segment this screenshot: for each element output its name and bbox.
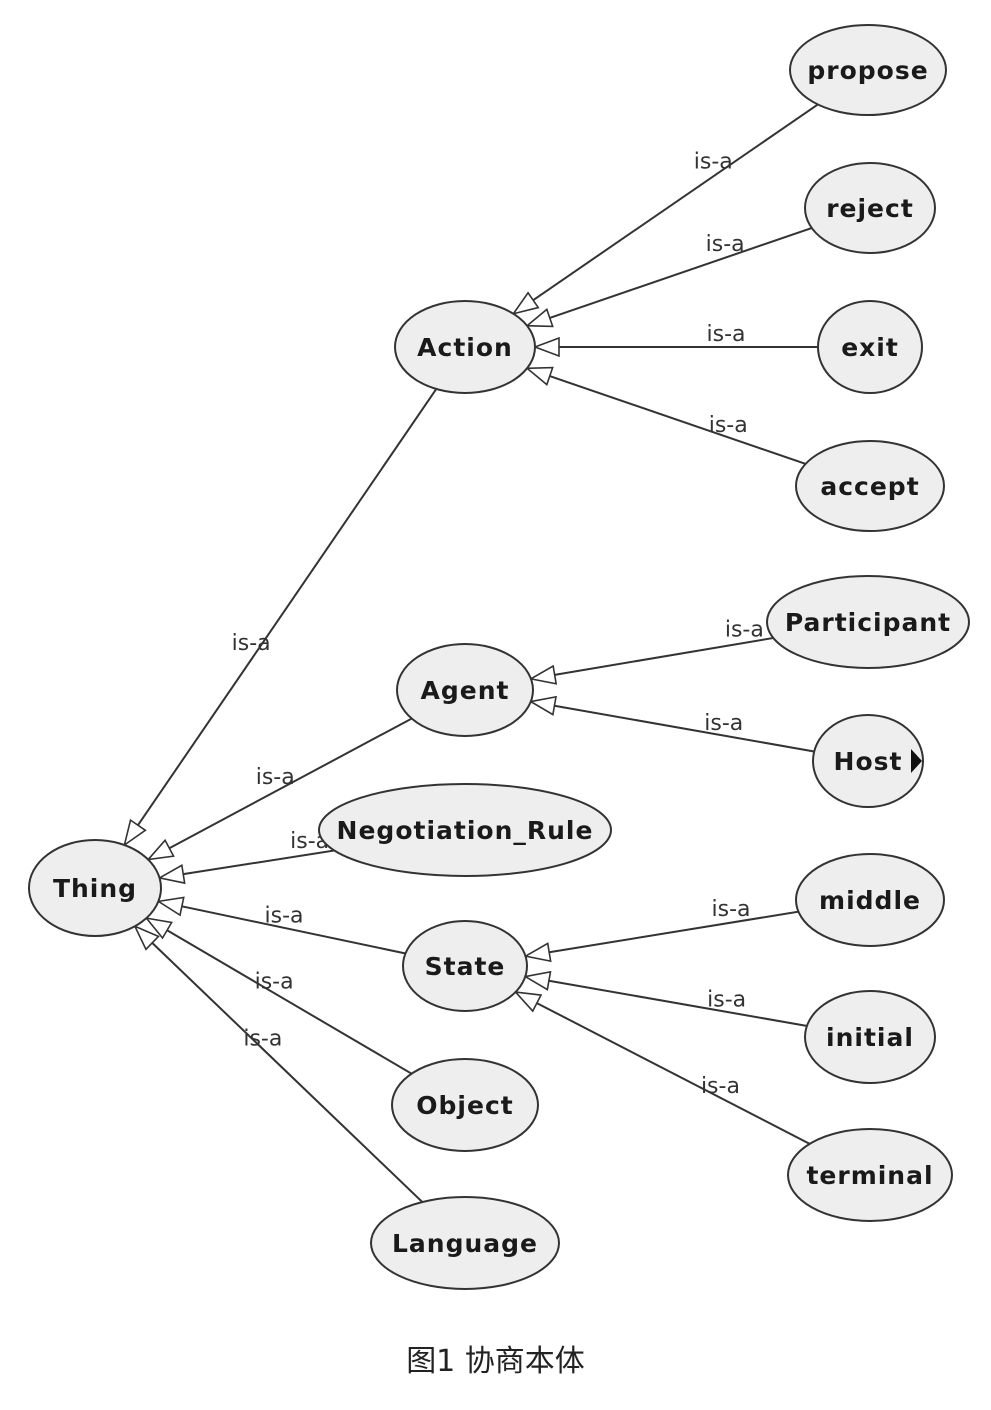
node-propose[interactable]: propose (789, 24, 947, 116)
node-label: accept (820, 472, 919, 501)
hollow-arrowhead-icon (528, 664, 558, 685)
hollow-arrowhead-icon (133, 924, 160, 951)
node-label: terminal (806, 1161, 933, 1190)
nodes-layer: Thing ActionAgentNegotiation_RuleStateObj… (28, 24, 970, 1290)
hollow-arrowhead-icon (523, 942, 552, 963)
expand-triangle-icon[interactable] (911, 749, 922, 773)
node-label: Participant (785, 608, 951, 637)
node-ellipse (787, 1128, 953, 1222)
edge-label: is-a (232, 631, 271, 656)
node-host[interactable]: Host (812, 714, 924, 808)
hollow-arrowhead-icon (528, 695, 557, 716)
hollow-arrowhead-icon (146, 838, 175, 861)
hollow-arrowhead-icon (532, 336, 560, 358)
hollow-arrowhead-icon (524, 366, 554, 386)
node-ellipse (795, 440, 945, 532)
hollow-arrowhead-icon (157, 864, 186, 885)
hollow-arrowhead-icon (524, 308, 554, 328)
node-label: Agent (421, 676, 510, 705)
node-ellipse (391, 1058, 539, 1152)
edge-label: is-a (265, 903, 304, 928)
node-ellipse (804, 162, 936, 254)
node-ellipse (795, 853, 945, 947)
hollow-arrowhead-icon (156, 896, 185, 917)
node-label: Action (417, 333, 513, 362)
edge-label: is-a (706, 232, 745, 257)
hollow-arrowhead-icon (123, 818, 147, 847)
node-language[interactable]: Language (370, 1196, 560, 1290)
figure-caption: 图1 协商本体 (406, 1344, 585, 1379)
node-label: exit (841, 333, 899, 362)
hollow-arrowhead-icon (513, 991, 543, 1013)
node-reject[interactable]: reject (804, 162, 936, 254)
edge-label: is-a (255, 970, 294, 995)
node-ellipse (789, 24, 947, 116)
node-label: State (425, 952, 506, 981)
edge-label: is-a (256, 765, 295, 790)
node-label: Language (392, 1229, 538, 1258)
node-label: Thing (53, 874, 137, 903)
node-agent[interactable]: Agent (396, 643, 534, 737)
node-ellipse (318, 783, 612, 877)
node-label: reject (826, 194, 914, 223)
hollow-arrowhead-icon (511, 291, 540, 316)
edge-label: is-a (243, 1026, 282, 1051)
node-label: Negotiation_Rule (337, 816, 594, 845)
node-ellipse (396, 643, 534, 737)
node-negotiation-rule[interactable]: Negotiation_Rule (318, 783, 612, 877)
node-action[interactable]: Action (394, 300, 536, 394)
node-initial[interactable]: initial (804, 990, 936, 1084)
node-accept[interactable]: accept (795, 440, 945, 532)
edge-action-to-thing: is-a (123, 304, 495, 847)
node-ellipse (812, 714, 924, 808)
node-label: initial (826, 1023, 914, 1052)
edge-label: is-a (709, 413, 748, 438)
node-label: propose (807, 56, 928, 85)
node-ellipse (370, 1196, 560, 1290)
edge-label: is-a (712, 897, 751, 922)
node-participant[interactable]: Participant (766, 575, 970, 669)
hollow-arrowhead-icon (523, 970, 552, 991)
node-label: Host (834, 747, 903, 776)
edge-label: is-a (701, 1074, 740, 1099)
node-terminal[interactable]: terminal (787, 1128, 953, 1222)
node-exit[interactable]: exit (817, 300, 923, 394)
edge-label: is-a (725, 617, 764, 642)
node-ellipse (766, 575, 970, 669)
node-ellipse (804, 990, 936, 1084)
edge-label: is-a (694, 150, 733, 175)
node-ellipse (28, 839, 162, 937)
node-ellipse (817, 300, 923, 394)
edge-line (137, 304, 495, 826)
edge-label: is-a (707, 987, 746, 1012)
node-state[interactable]: State (402, 920, 528, 1012)
edge-label: is-a (707, 322, 746, 347)
node-ellipse (394, 300, 536, 394)
node-ellipse (402, 920, 528, 1012)
node-object[interactable]: Object (391, 1058, 539, 1152)
ontology-diagram: is-a is-a is-a is-a is-a is-a is-a is-a is-a is-a… (28, 24, 970, 1290)
node-middle[interactable]: middle (795, 853, 945, 947)
edge-label: is-a (704, 711, 743, 736)
node-label: middle (819, 886, 921, 915)
node-thing[interactable]: Thing (28, 839, 162, 937)
node-label: Object (416, 1091, 513, 1120)
hollow-arrowhead-icon (144, 916, 173, 940)
